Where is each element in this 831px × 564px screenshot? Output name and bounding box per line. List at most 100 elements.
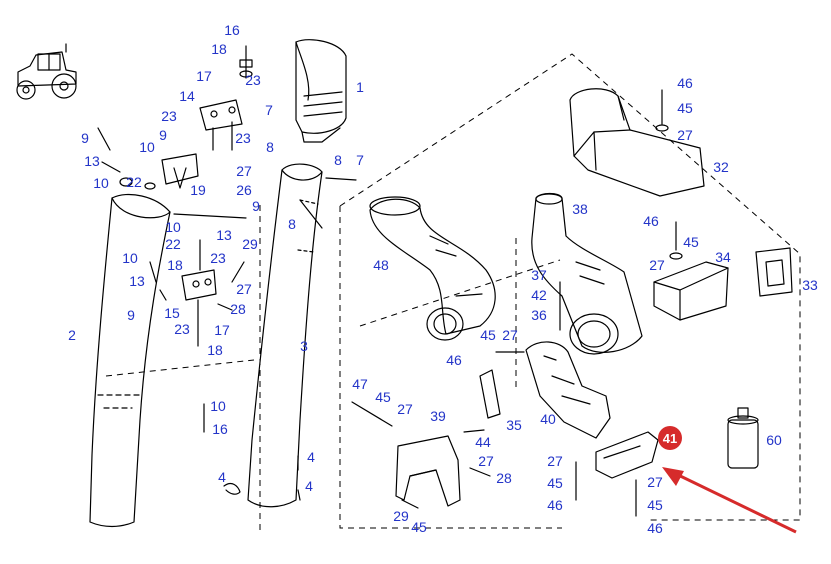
part-label: 10 (122, 250, 138, 266)
part-label: 37 (531, 267, 547, 283)
deflector-part-41 (595, 431, 659, 479)
part-label: 45 (683, 234, 699, 250)
part-label: 48 (373, 257, 389, 273)
part-label: 9 (159, 127, 167, 143)
pipe-part-2 (89, 193, 171, 528)
elbow-part-1 (295, 39, 347, 143)
part-label: 7 (356, 152, 364, 168)
part-label: 27 (236, 163, 252, 179)
part-label: 10 (210, 398, 226, 414)
part-label: 13 (84, 153, 100, 169)
bracket-part-33 (755, 247, 793, 297)
highlight-badge-41: 41 (658, 426, 682, 450)
part-label: 13 (129, 273, 145, 289)
part-label: 9 (252, 198, 260, 214)
part-label: 29 (242, 236, 258, 252)
spray-can-part-60 (727, 407, 759, 469)
upper-bracket-stack (199, 45, 253, 151)
part-label: 23 (174, 321, 190, 337)
part-label: 38 (572, 201, 588, 217)
part-label: 18 (167, 257, 183, 273)
guard-part-34 (653, 261, 729, 321)
part-label: 4 (307, 449, 315, 465)
part-label: 27 (478, 453, 494, 469)
part-label: 29 (393, 508, 409, 524)
bracket-part-35 (479, 369, 501, 419)
part-label: 3 (300, 338, 308, 354)
part-label: 15 (164, 305, 180, 321)
part-label: 23 (161, 108, 177, 124)
part-label: 27 (236, 281, 252, 297)
part-label: 27 (677, 127, 693, 143)
part-label: 45 (480, 327, 496, 343)
shield-part-40 (525, 341, 611, 439)
part-label: 44 (475, 434, 491, 450)
part-label: 27 (649, 257, 665, 273)
part-label: 42 (531, 287, 547, 303)
part-label: 45 (411, 519, 427, 535)
part-label: 46 (446, 352, 462, 368)
part-label: 23 (235, 130, 251, 146)
part-label: 8 (334, 152, 342, 168)
pointer-arrow (662, 467, 797, 534)
part-label: 32 (713, 159, 729, 175)
part-label: 17 (214, 322, 230, 338)
bracket-part-39 (395, 435, 461, 507)
part-label: 9 (127, 307, 135, 323)
part-label: 39 (430, 408, 446, 424)
part-label: 17 (196, 68, 212, 84)
part-label: 46 (643, 213, 659, 229)
part-label: 46 (677, 75, 693, 91)
part-label: 27 (502, 327, 518, 343)
bracket-part-19 (97, 127, 199, 190)
part-label: 27 (647, 474, 663, 490)
part-label: 47 (352, 376, 368, 392)
part-label: 2 (68, 327, 76, 343)
part-label: 45 (677, 100, 693, 116)
tractor-icon (16, 43, 77, 100)
part-labels: 16 18 17 23 14 23 9 23 10 22 19 9 13 10 … (68, 22, 818, 536)
lower-bracket-clamp (149, 239, 245, 433)
part-label: 40 (540, 411, 556, 427)
part-label: 10 (93, 175, 109, 191)
part-label: 45 (647, 497, 663, 513)
part-label: 33 (802, 277, 818, 293)
part-label: 9 (81, 130, 89, 146)
part-label: 28 (496, 470, 512, 486)
part-label: 45 (375, 389, 391, 405)
part-label: 45 (547, 475, 563, 491)
badge-label-41: 41 (663, 431, 677, 446)
part-label: 36 (531, 307, 547, 323)
part-label: 23 (245, 72, 261, 88)
part-label: 1 (356, 79, 364, 95)
part-label: 46 (647, 520, 663, 536)
part-label: 46 (547, 497, 563, 513)
part-label: 19 (190, 182, 206, 198)
part-label: 10 (139, 139, 155, 155)
part-label: 26 (236, 182, 252, 198)
hood-part-32 (569, 88, 705, 197)
part-label: 60 (766, 432, 782, 448)
part-label: 10 (165, 219, 181, 235)
part-label: 28 (230, 301, 246, 317)
part-label: 23 (210, 250, 226, 266)
part-label: 16 (224, 22, 240, 38)
snorkel-part-48 (369, 196, 496, 341)
pipe-part-3 (247, 163, 323, 508)
part-label: 14 (179, 88, 195, 104)
part-label: 8 (288, 216, 296, 232)
part-label: 22 (165, 236, 181, 252)
part-label: 34 (715, 249, 731, 265)
part-label: 8 (266, 139, 274, 155)
part-label: 18 (211, 41, 227, 57)
part-label: 22 (126, 174, 142, 190)
part-label: 4 (218, 469, 226, 485)
part-label: 18 (207, 342, 223, 358)
part-label: 27 (547, 453, 563, 469)
elbow-part-38 (531, 192, 643, 355)
part-label: 4 (305, 478, 313, 494)
part-label: 16 (212, 421, 228, 437)
part-label: 35 (506, 417, 522, 433)
part-label: 27 (397, 401, 413, 417)
